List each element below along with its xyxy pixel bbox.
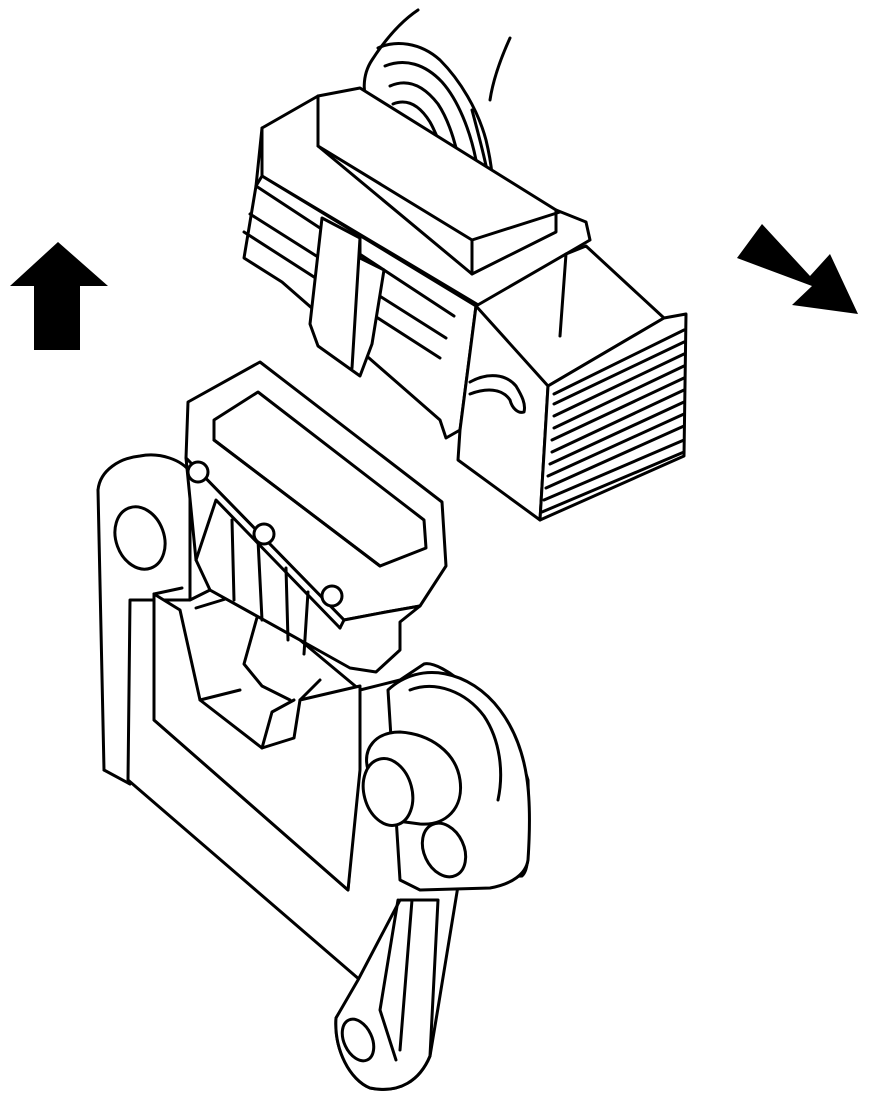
arrow-down-right-icon xyxy=(737,224,858,314)
terminal-ribs xyxy=(538,312,688,522)
mounting-bracket xyxy=(96,453,532,1091)
socket-base xyxy=(184,360,448,674)
arrow-up-icon xyxy=(10,242,108,350)
